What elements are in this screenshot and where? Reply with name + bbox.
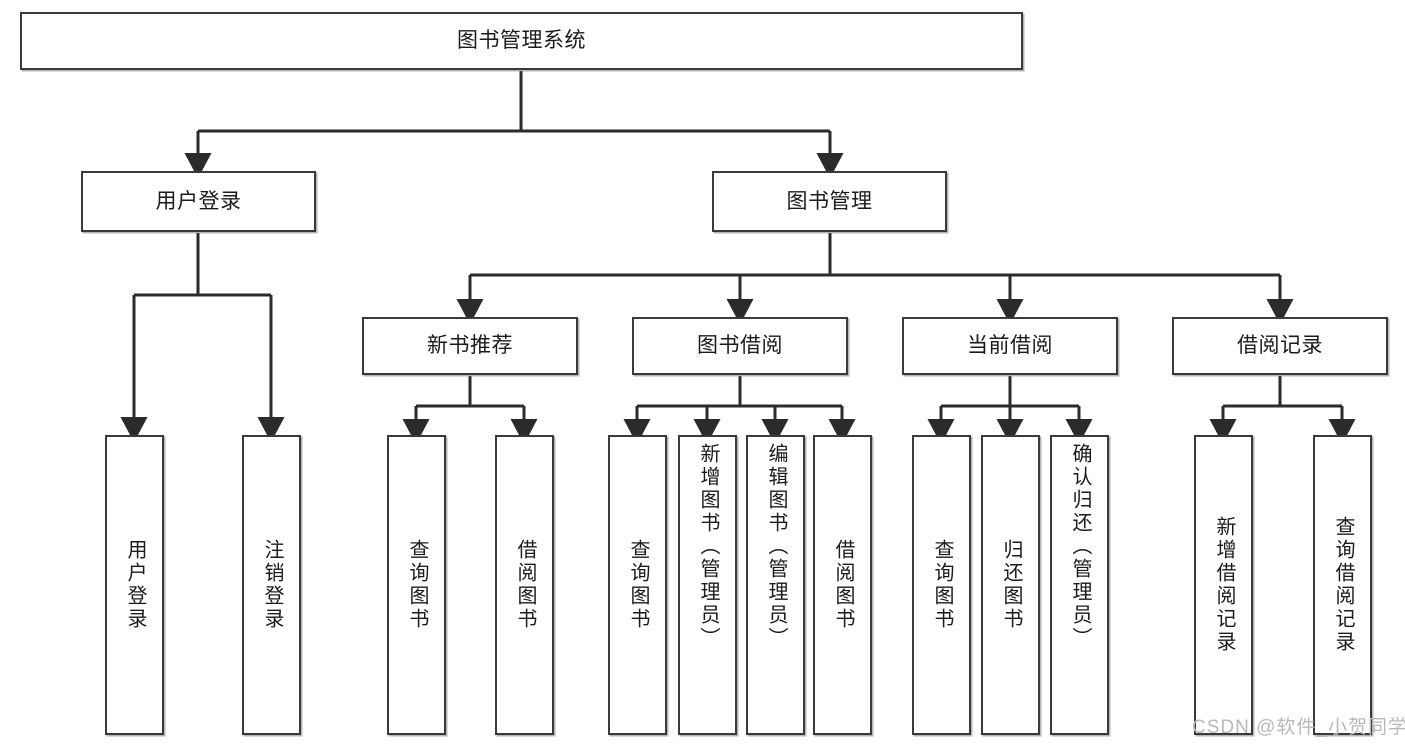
- leaf-current-borrow-2[interactable]: 确认归还（管理员）: [1050, 435, 1109, 735]
- leaf-book-borrow-2[interactable]: 编辑图书（管理员）: [746, 435, 805, 735]
- node-root-label: 图书管理系统: [457, 29, 586, 53]
- leaf-book-borrow-0[interactable]: 查询图书: [608, 435, 667, 735]
- leaf-label: 编辑图书（管理员）: [765, 443, 787, 650]
- leaf-label: 新增图书（管理员）: [697, 443, 719, 650]
- node-root[interactable]: 图书管理系统: [20, 12, 1023, 70]
- leaf-label: 借阅图书: [514, 539, 536, 631]
- leaf-book-borrow-3[interactable]: 借阅图书: [813, 435, 872, 735]
- leaf-new-book-rec-0[interactable]: 查询图书: [387, 435, 446, 735]
- node-borrow-record[interactable]: 借阅记录: [1172, 317, 1388, 375]
- leaf-user-login-0[interactable]: 用户登录: [105, 435, 164, 735]
- node-borrow-record-label: 借阅记录: [1237, 334, 1323, 358]
- node-book-manage[interactable]: 图书管理: [712, 171, 947, 232]
- leaf-label: 查询图书: [406, 539, 428, 631]
- leaf-label: 查询图书: [931, 539, 953, 631]
- node-book-manage-label: 图书管理: [786, 189, 873, 213]
- node-user-login-label: 用户登录: [155, 189, 242, 213]
- leaf-label: 查询图书: [627, 539, 649, 631]
- leaf-new-book-rec-1[interactable]: 借阅图书: [495, 435, 554, 735]
- leaf-current-borrow-1[interactable]: 归还图书: [981, 435, 1040, 735]
- node-user-login[interactable]: 用户登录: [81, 171, 316, 232]
- leaf-label: 用户登录: [124, 539, 146, 631]
- leaf-user-login-1[interactable]: 注销登录: [242, 435, 301, 735]
- node-new-book-rec[interactable]: 新书推荐: [362, 317, 578, 375]
- leaf-label: 注销登录: [261, 539, 283, 631]
- node-new-book-rec-label: 新书推荐: [427, 334, 513, 358]
- leaf-borrow-record-1[interactable]: 查询借阅记录: [1313, 435, 1372, 735]
- node-book-borrow-label: 图书借阅: [697, 334, 783, 358]
- node-current-borrow[interactable]: 当前借阅: [902, 317, 1118, 375]
- leaf-borrow-record-0[interactable]: 新增借阅记录: [1194, 435, 1253, 735]
- leaf-label: 借阅图书: [832, 539, 854, 631]
- node-book-borrow[interactable]: 图书借阅: [632, 317, 848, 375]
- leaf-label: 归还图书: [1000, 539, 1022, 631]
- leaf-label: 确认归还（管理员）: [1069, 443, 1091, 650]
- node-current-borrow-label: 当前借阅: [967, 334, 1053, 358]
- leaf-current-borrow-0[interactable]: 查询图书: [912, 435, 971, 735]
- leaf-label: 新增借阅记录: [1213, 516, 1235, 654]
- leaf-book-borrow-1[interactable]: 新增图书（管理员）: [678, 435, 737, 735]
- leaf-label: 查询借阅记录: [1332, 516, 1354, 654]
